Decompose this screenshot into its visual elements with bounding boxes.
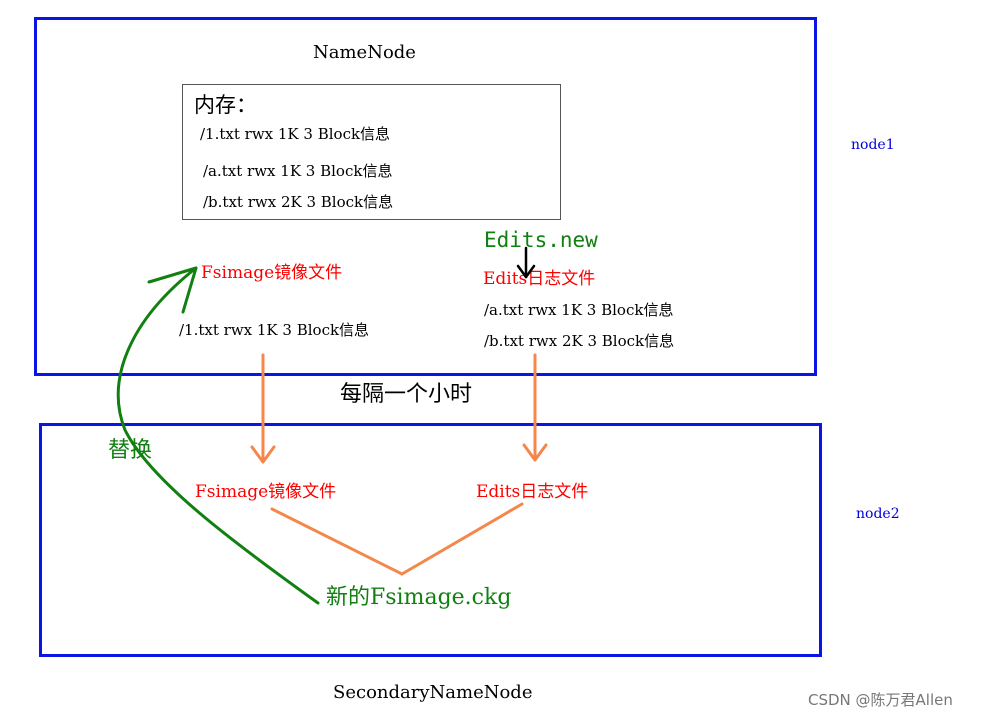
fsimage-transfer-arrow: [250, 353, 276, 464]
namenode-fsimage-label: Fsimage镜像文件: [201, 263, 343, 283]
edits-new-arrow: [516, 246, 536, 279]
memory-row-1: /1.txt rwx 1K 3 Block信息: [200, 125, 391, 143]
watermark: CSDN @陈万君Allen: [808, 691, 953, 709]
memory-heading: 内存：: [194, 93, 257, 117]
memory-row-3: /b.txt rwx 2K 3 Block信息: [203, 193, 394, 211]
namenode-box: [34, 17, 817, 376]
edits-new-label: Edits.new: [484, 228, 598, 252]
namenode-edits-row-2: /b.txt rwx 2K 3 Block信息: [484, 332, 675, 350]
namenode-edits-label: Edits日志文件: [483, 269, 596, 289]
namenode-edits-row-1: /a.txt rwx 1K 3 Block信息: [484, 301, 674, 319]
node1-label: node1: [851, 137, 895, 153]
memory-row-2: /a.txt rwx 1K 3 Block信息: [203, 162, 393, 180]
interval-label: 每隔一个小时: [340, 382, 473, 407]
secondary-box: [39, 423, 822, 657]
memory-box: [182, 84, 561, 220]
replace-arrow: [116, 266, 320, 605]
secondary-edits-label: Edits日志文件: [476, 482, 589, 502]
namenode-fsimage-row: /1.txt rwx 1K 3 Block信息: [179, 321, 370, 339]
node2-label: node2: [856, 506, 900, 522]
secondary-title: SecondaryNameNode: [333, 682, 533, 703]
edits-transfer-arrow: [522, 353, 548, 462]
namenode-title: NameNode: [313, 42, 416, 63]
merge-lines: [270, 502, 524, 576]
merged-fsimage-label: 新的Fsimage.ckg: [326, 585, 512, 610]
secondary-fsimage-label: Fsimage镜像文件: [195, 482, 337, 502]
